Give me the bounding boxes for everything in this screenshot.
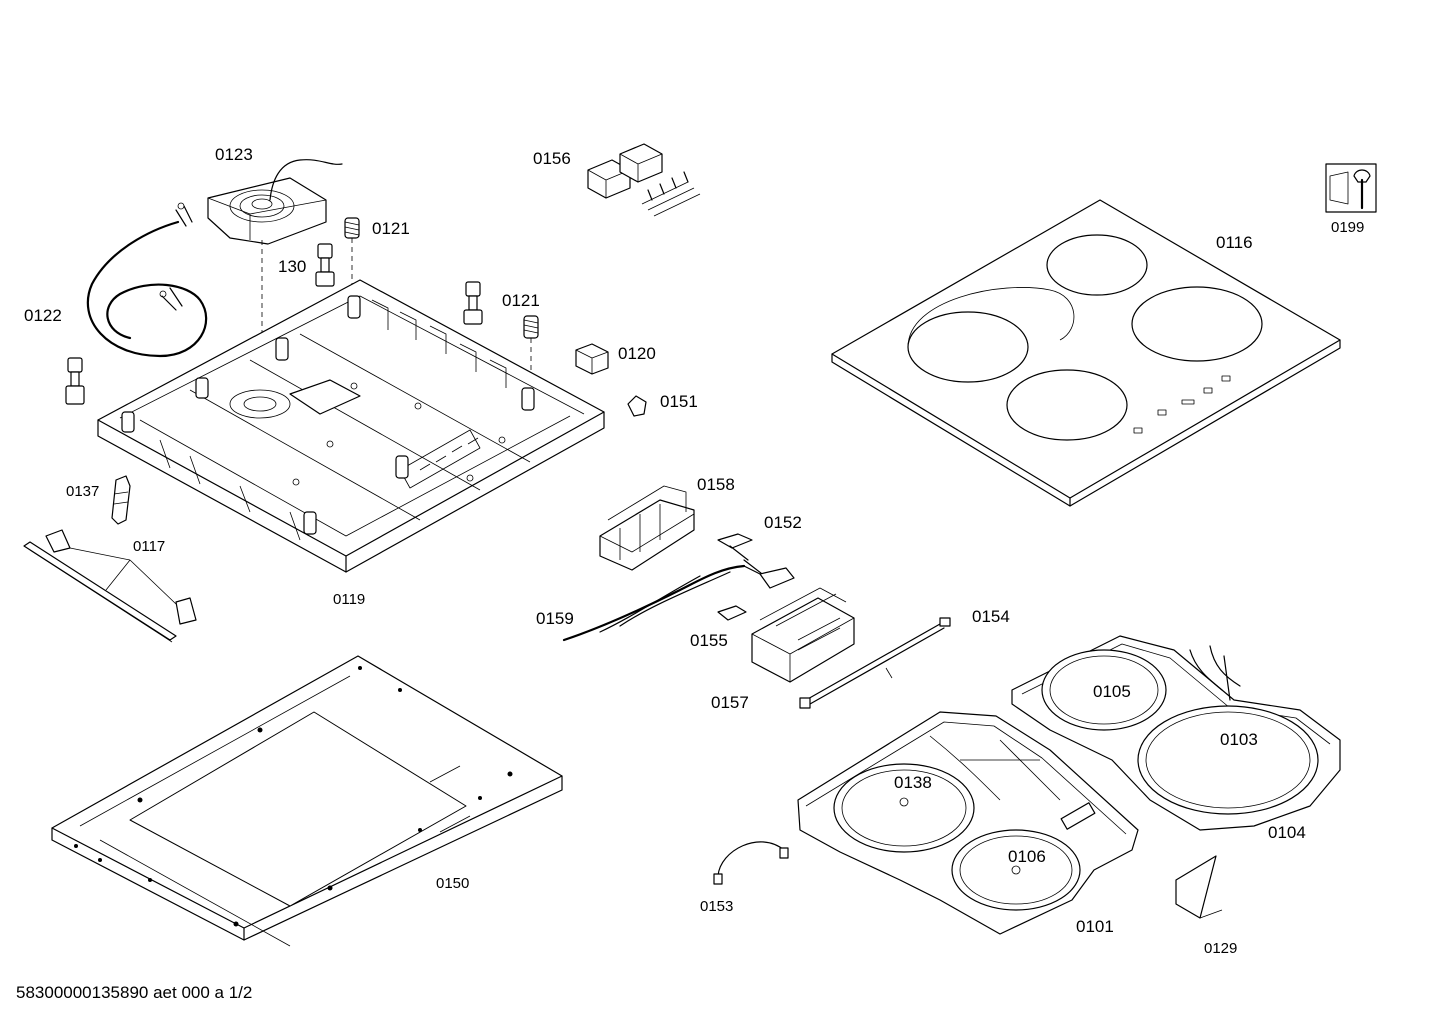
- part-0158-housing: [599, 485, 695, 571]
- part-0119-base-frame: [97, 279, 605, 573]
- label-0122: 0122: [24, 306, 62, 325]
- part-0153-wire: [713, 841, 789, 885]
- label-0103: 0103: [1220, 730, 1258, 749]
- part-0156-connectors: [587, 143, 701, 217]
- label-0199: 0199: [1331, 219, 1364, 236]
- part-0123-fan: [207, 159, 343, 402]
- part-0152-part: [717, 533, 753, 561]
- part-0159-harness: [562, 559, 795, 642]
- label-0153: 0153: [700, 898, 733, 915]
- label-0152: 0152: [764, 513, 802, 532]
- part-0105-heater: [1041, 649, 1167, 731]
- part-0154-sensor: [799, 617, 951, 709]
- label-0129: 0129: [1204, 940, 1237, 957]
- wrench-icon: [1325, 163, 1377, 213]
- part-0137-clip: [111, 475, 131, 525]
- label-0117: 0117: [133, 538, 165, 555]
- label-0154: 0154: [972, 607, 1010, 626]
- label-0120: 0120: [618, 344, 656, 363]
- part-130-foot: [315, 243, 335, 287]
- part-0157-module: [751, 587, 855, 683]
- part-0117-bracket: [23, 529, 197, 643]
- part-0120-block: [575, 343, 609, 375]
- label-0151: 0151: [660, 392, 698, 411]
- part-0122-cable: [86, 202, 208, 358]
- label-0106: 0106: [1008, 847, 1046, 866]
- label-0159: 0159: [536, 609, 574, 628]
- label-0123: 0123: [215, 145, 253, 164]
- label-0121-a: 0121: [372, 219, 410, 238]
- part-0116-cooktop: [831, 199, 1341, 507]
- label-0121-b: 0121: [502, 291, 540, 310]
- label-0137: 0137: [66, 483, 99, 500]
- part-0150-bottom-frame: [51, 655, 563, 947]
- part-0103-heater: [1137, 705, 1319, 815]
- part-0155-connector: [717, 605, 747, 621]
- label-0105: 0105: [1093, 682, 1131, 701]
- label-0104: 0104: [1268, 823, 1306, 842]
- label-0119: 0119: [333, 591, 365, 608]
- label-0138: 0138: [894, 773, 932, 792]
- part-0138-heater: [833, 763, 975, 853]
- label-0101: 0101: [1076, 917, 1114, 936]
- document-id: 58300000135890 aet 000 a 1/2: [16, 983, 252, 1002]
- part-0129-bracket: [1175, 855, 1223, 919]
- label-0158: 0158: [697, 475, 735, 494]
- label-0116: 0116: [1216, 233, 1253, 252]
- part-0106-heater: [951, 829, 1081, 911]
- part-foot-b: [463, 281, 483, 325]
- label-0157: 0157: [711, 693, 749, 712]
- label-0150: 0150: [436, 875, 469, 892]
- label-130: 130: [278, 257, 306, 276]
- part-0151-clip: [627, 395, 647, 417]
- label-0155: 0155: [690, 631, 728, 650]
- part-foot-c: [65, 357, 85, 405]
- part-labels: 0123 0156 0121 130 0121 0122 0120 0151 0…: [24, 145, 1364, 957]
- label-0156: 0156: [533, 149, 571, 168]
